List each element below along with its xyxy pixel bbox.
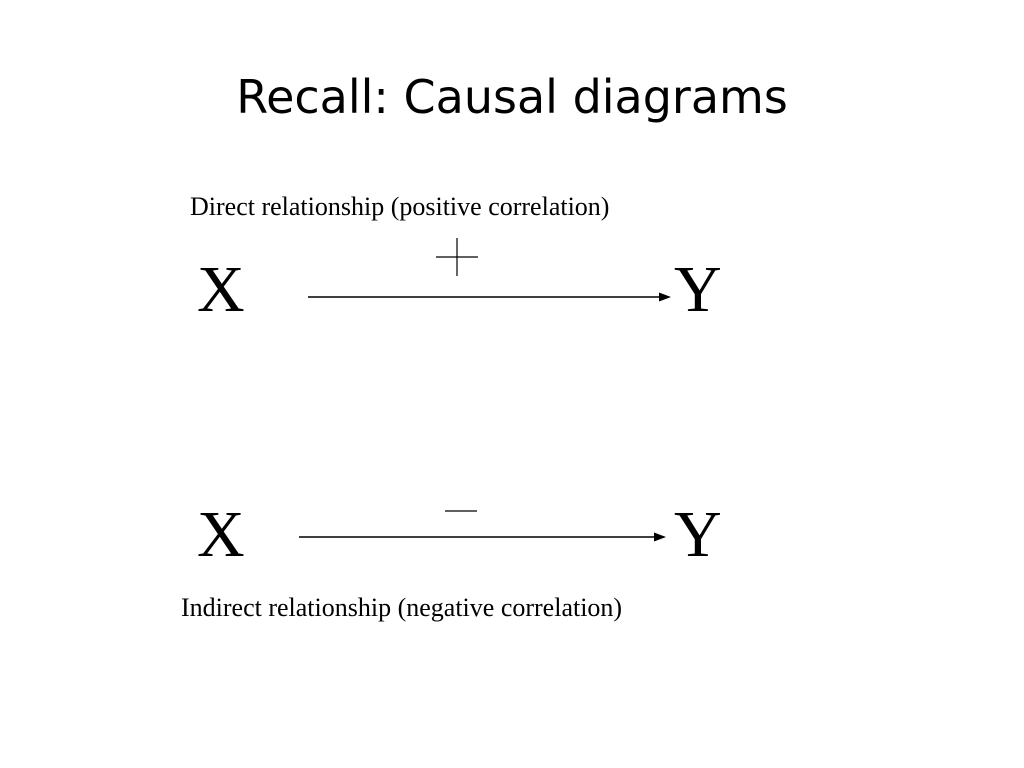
indirect-cause-node: X [197, 498, 245, 571]
direct-arrow [308, 292, 671, 302]
direct-effect-node: Y [674, 253, 722, 326]
indirect-effect-node: Y [674, 498, 722, 571]
direct-arrowhead [659, 292, 671, 302]
plus-sign-icon [436, 238, 478, 276]
slide-title: Recall: Causal diagrams [236, 70, 788, 124]
indirect-relationship-caption: Indirect relationship (negative correlat… [181, 593, 623, 622]
direct-relationship-caption: Direct relationship (positive correlatio… [190, 192, 610, 221]
indirect-arrowhead [654, 532, 666, 542]
indirect-arrow [299, 532, 666, 542]
direct-cause-node: X [197, 253, 245, 326]
